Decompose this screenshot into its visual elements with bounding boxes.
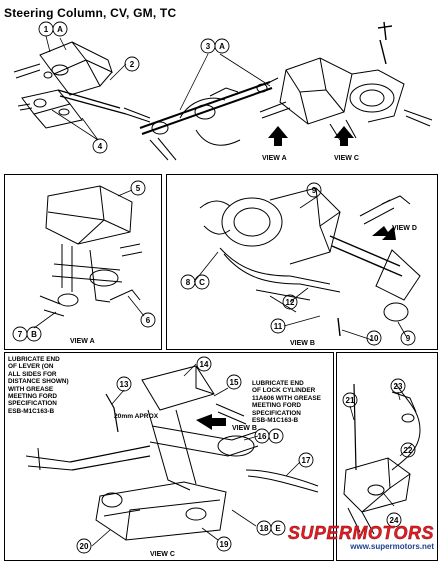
note-line: ALL SIDES FOR (8, 370, 57, 378)
note-line: SPECIFICATION (8, 400, 57, 408)
callout-19: 19 (220, 540, 229, 549)
approx-dimension-label: 20mm APROX (114, 413, 159, 420)
view-b-arrow-c (196, 414, 226, 430)
callout-20: 20 (80, 542, 89, 551)
view-b-d-assembly (199, 187, 421, 337)
callout-3: 3 (206, 42, 211, 51)
watermark-logo: SUPERMOTORS www.supermotors.net (288, 523, 434, 551)
view-c-top-label: VIEW C (334, 155, 359, 162)
callout-labels: 1 A 2 3 A 4 5 6 7 B 9 8 C 12 11 10 9 13 … (18, 25, 413, 551)
watermark-brand-name: SUPERMOTORS (287, 523, 434, 543)
callout-13: 13 (120, 380, 129, 389)
callout-c: C (199, 278, 205, 287)
lock-cylinder-note: LUBRICATE END OF LOCK CYLINDER 11A606 WI… (252, 380, 321, 424)
right-column-housing (259, 21, 433, 141)
lever-lubrication-note: LUBRICATE END OF LEVER (ON ALL SIDES FOR… (8, 356, 69, 415)
lock-cylinder-assembly (343, 383, 421, 535)
note-line: LUBRICATE END (8, 356, 60, 363)
callout-7: 7 (18, 330, 23, 339)
leader-lines-view-c (91, 363, 301, 547)
callout-17: 17 (302, 456, 311, 465)
panel-view-a (4, 174, 162, 350)
callout-24: 24 (390, 516, 399, 525)
callout-18: 18 (260, 524, 269, 533)
note-line: OF LEVER (ON (8, 363, 54, 371)
callout-e: E (275, 524, 281, 533)
note-line: SPECIFICATION (252, 409, 301, 417)
callout-circles (12, 21, 416, 554)
view-b-arrow-label: VIEW B (232, 425, 257, 432)
callout-22: 22 (404, 446, 413, 455)
panel-lock-cylinder (336, 352, 438, 561)
note-line: 11A606 WITH GREASE (252, 394, 321, 402)
view-a-assembly (39, 185, 143, 317)
page-title: Steering Column, CV, GM, TC (4, 6, 177, 20)
callout-15: 15 (230, 378, 239, 387)
callout-12: 12 (286, 298, 295, 307)
note-line: LUBRICATE END (252, 380, 304, 387)
view-b-label: VIEW B (290, 340, 315, 347)
note-line: ESB-M1C163-B (8, 407, 55, 415)
callout-4: 4 (98, 142, 103, 151)
callout-10: 10 (370, 334, 379, 343)
note-line: OF LOCK CYLINDER (252, 387, 316, 395)
callout-a-1: A (57, 25, 63, 34)
steering-shaft-middle (139, 77, 279, 161)
callout-2: 2 (130, 60, 135, 69)
callout-b: B (31, 330, 37, 339)
view-d-arrow (372, 226, 396, 240)
callout-23: 23 (394, 382, 403, 391)
callout-14: 14 (200, 360, 209, 369)
note-line: MEETING FORD (252, 402, 301, 410)
panel-view-c (4, 352, 334, 561)
callout-16: 16 (258, 432, 267, 441)
leader-lines-view-a (33, 189, 145, 329)
view-a-panel-label: VIEW A (70, 338, 95, 345)
note-line: MEETING FORD (8, 393, 57, 401)
view-c-bottom-label: VIEW C (150, 551, 175, 558)
callout-a-2: A (219, 42, 225, 51)
view-d-label: VIEW D (392, 225, 417, 232)
view-c-assembly (25, 365, 319, 541)
note-line: DISTANCE SHOWN) (8, 378, 69, 386)
callout-8: 8 (186, 278, 191, 287)
left-column-assembly (13, 41, 151, 129)
note-line: ESB-M1C163-B (252, 417, 299, 425)
callout-5: 5 (136, 184, 141, 193)
callout-1: 1 (44, 25, 49, 34)
callout-11: 11 (274, 322, 283, 331)
panel-view-b-d (166, 174, 438, 350)
callout-6: 6 (146, 316, 151, 325)
note-line: WITH GREASE (8, 385, 54, 393)
leader-lines-top (45, 35, 271, 141)
callout-d: D (273, 432, 279, 441)
view-a-top-label: VIEW A (262, 155, 287, 162)
callout-21: 21 (346, 396, 355, 405)
view-arrows-top (268, 126, 354, 146)
callout-9-top: 9 (312, 186, 317, 195)
callout-9-bottom: 9 (406, 334, 411, 343)
leader-lines-view-b-d (193, 195, 407, 341)
watermark-url: www.supermotors.net (350, 542, 434, 551)
